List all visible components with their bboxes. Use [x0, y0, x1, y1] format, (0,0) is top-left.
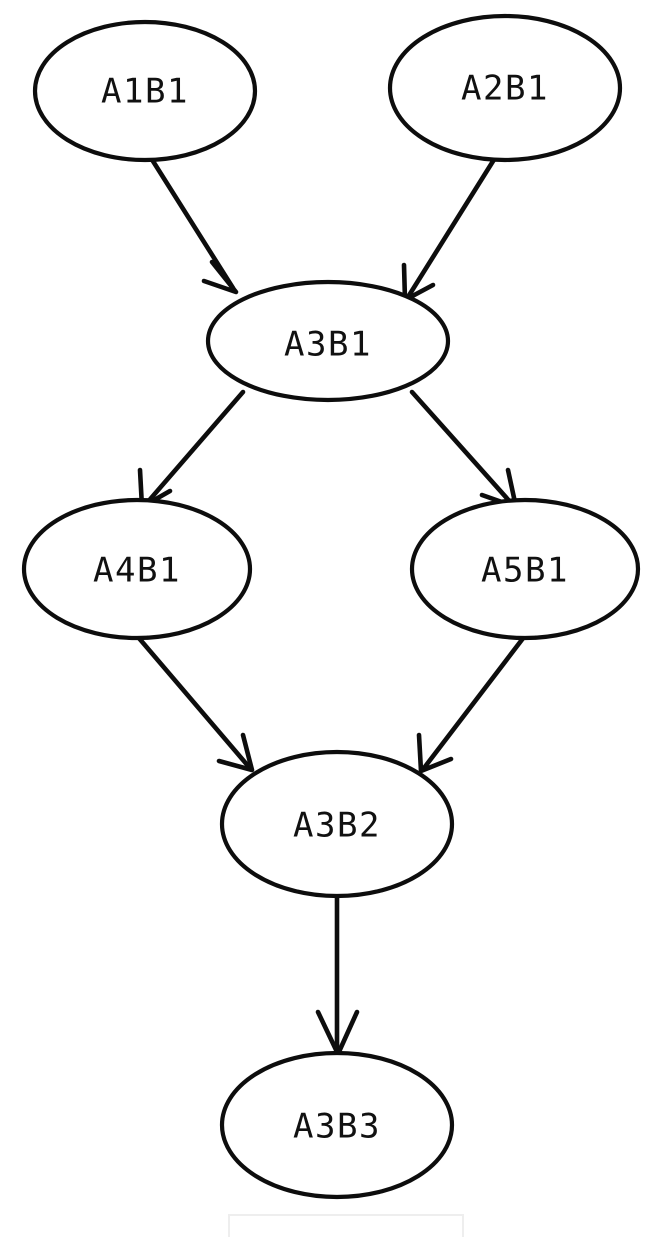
node-shape — [409, 497, 641, 641]
edge-line — [143, 389, 246, 507]
arrow-head-icon — [216, 732, 255, 773]
node-label: A2B1 — [461, 69, 549, 109]
node-shape — [21, 497, 253, 641]
node-shape — [32, 19, 258, 163]
edge-a5b1-to-a3b2[interactable] — [416, 634, 527, 774]
node-shape — [219, 1050, 455, 1200]
edge-line — [409, 389, 515, 507]
edge-a3b1-to-a4b1[interactable] — [137, 389, 246, 510]
node-a3b3[interactable]: A3B3 — [219, 1050, 455, 1200]
edge-a3b2-to-a3b3[interactable] — [315, 893, 360, 1057]
node-shape — [219, 749, 455, 899]
node-label: A4B1 — [93, 551, 181, 591]
edge-line — [421, 634, 527, 771]
node-label: A3B1 — [284, 325, 372, 365]
nodes-layer: A1B1 A2B1 A3B1 A4B1 A5B1 A3B2 — [21, 13, 641, 1200]
node-a2b1[interactable]: A2B1 — [387, 13, 623, 163]
node-a5b1[interactable]: A5B1 — [409, 497, 641, 641]
node-label: A5B1 — [481, 551, 569, 591]
node-label: A3B2 — [293, 806, 381, 846]
edge-line — [405, 155, 498, 300]
arrow-head-icon — [201, 259, 239, 295]
edge-line — [148, 155, 236, 291]
node-label: A1B1 — [101, 72, 189, 112]
node-shape — [387, 13, 623, 163]
edge-line — [135, 634, 252, 770]
footer-partial-box — [228, 1214, 464, 1237]
node-shape — [205, 279, 451, 403]
edge-a3b1-to-a5b1[interactable] — [409, 389, 519, 510]
node-a4b1[interactable]: A4B1 — [21, 497, 253, 641]
node-a3b1[interactable]: A3B1 — [205, 279, 451, 403]
node-a3b2[interactable]: A3B2 — [219, 749, 455, 899]
edge-a1b1-to-a3b1[interactable] — [148, 155, 239, 295]
edge-a2b1-to-a3b1[interactable] — [401, 155, 498, 303]
arrow-head-icon — [416, 732, 454, 774]
arrow-head-icon — [315, 1009, 360, 1057]
node-label: A3B3 — [293, 1107, 381, 1147]
edge-a4b1-to-a3b2[interactable] — [135, 634, 255, 773]
node-a1b1[interactable]: A1B1 — [32, 19, 258, 163]
